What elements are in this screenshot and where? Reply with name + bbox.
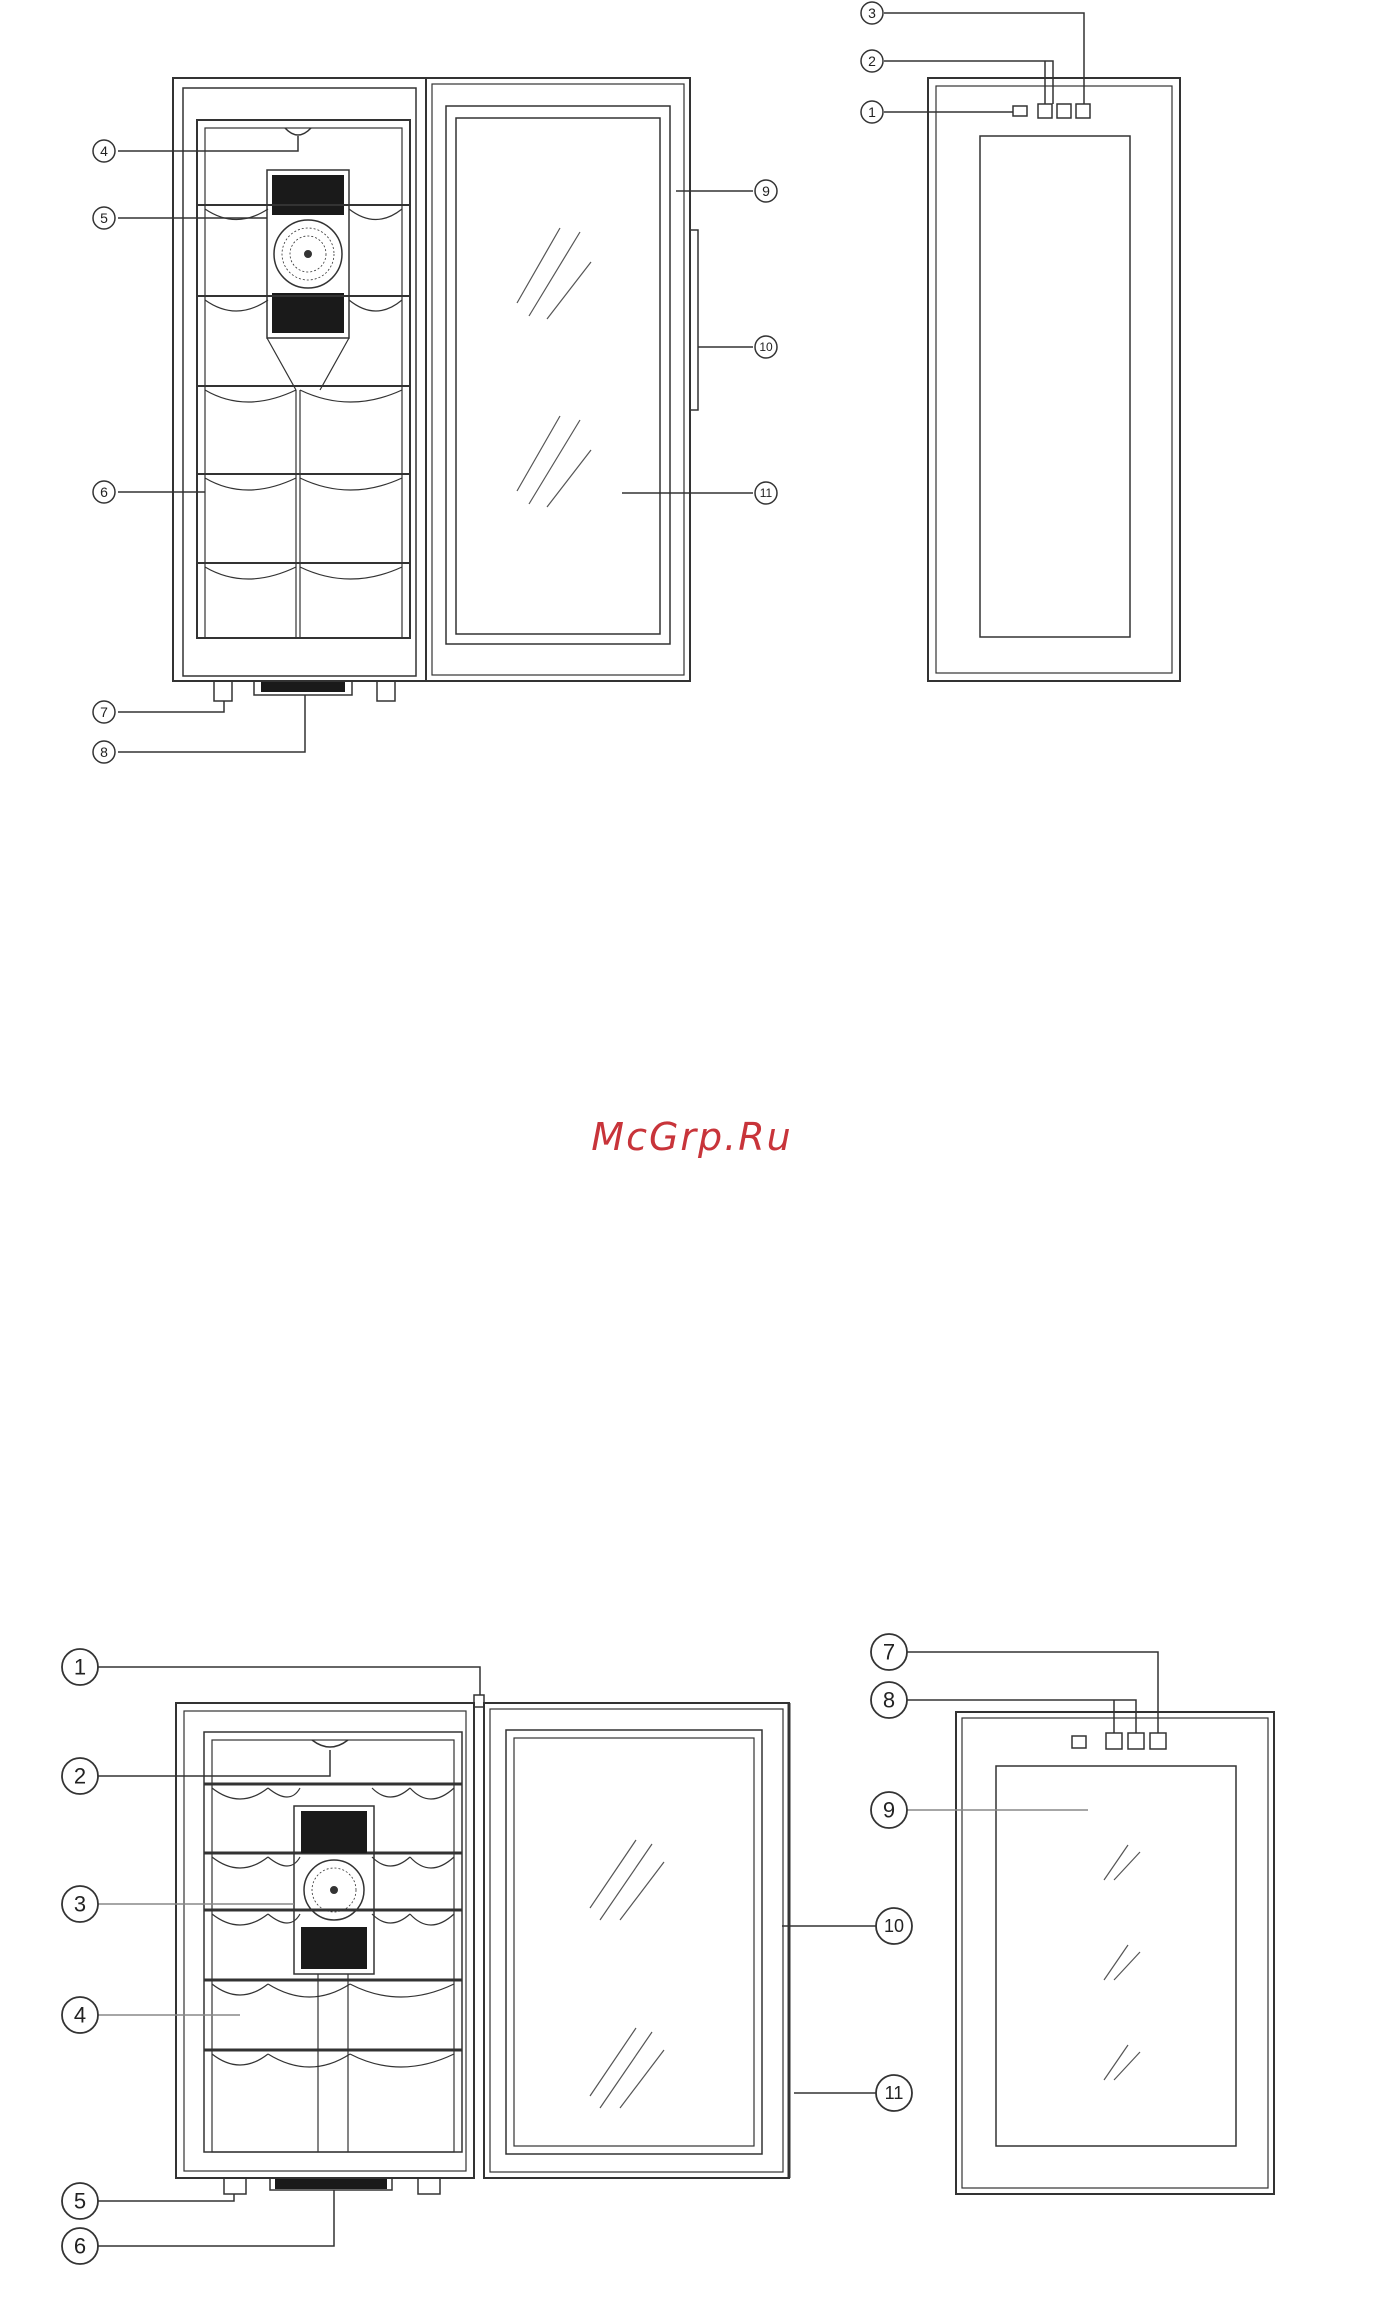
bottom-door-front-view — [907, 1652, 1274, 2194]
top-callout-8-label: 8 — [100, 744, 108, 760]
bottom-callout-2-label: 2 — [74, 1764, 86, 1789]
watermark-text: McGrp.Ru — [0, 1115, 1384, 1159]
top-callout-10-label: 10 — [759, 340, 773, 354]
bottom-callout-9-label: 9 — [883, 1798, 895, 1823]
top-callout-5-label: 5 — [100, 210, 108, 226]
bottom-figure: 1 2 3 4 5 6 7 8 9 10 11 — [62, 1634, 1274, 2264]
bottom-callouts — [62, 1634, 912, 2264]
bottom-glass-door — [484, 1703, 789, 2178]
bottom-callout-5-label: 5 — [74, 2189, 86, 2214]
top-cabinet-body — [173, 78, 426, 701]
bottom-leader-lines — [98, 1667, 876, 2246]
top-leader-lines — [118, 136, 753, 752]
bottom-callout-10-label: 10 — [884, 1916, 904, 1936]
bottom-callout-3-label: 3 — [74, 1892, 86, 1917]
bottom-callout-6-label: 6 — [74, 2234, 86, 2259]
bottom-callout-1-label: 1 — [74, 1655, 86, 1680]
bottom-callout-11-label: 11 — [885, 2083, 904, 2103]
top-callout-4-label: 4 — [100, 143, 108, 159]
top-callouts — [93, 2, 883, 763]
top-door-front-view — [884, 13, 1180, 681]
top-callout-3-label: 3 — [868, 5, 876, 21]
bottom-callout-7-label: 7 — [883, 1640, 895, 1665]
top-figure: 4 5 6 7 8 9 10 11 3 2 1 — [93, 2, 1180, 763]
top-callout-9-label: 9 — [762, 183, 770, 199]
top-callout-7-label: 7 — [100, 704, 108, 720]
top-callout-6-label: 6 — [100, 484, 108, 500]
bottom-callout-8-label: 8 — [883, 1688, 895, 1713]
bottom-callout-4-label: 4 — [74, 2003, 86, 2028]
top-callout-2-label: 2 — [868, 53, 876, 69]
top-glass-door — [426, 78, 698, 681]
top-callout-1-label: 1 — [868, 104, 876, 120]
top-callout-11-label: 11 — [760, 486, 773, 500]
